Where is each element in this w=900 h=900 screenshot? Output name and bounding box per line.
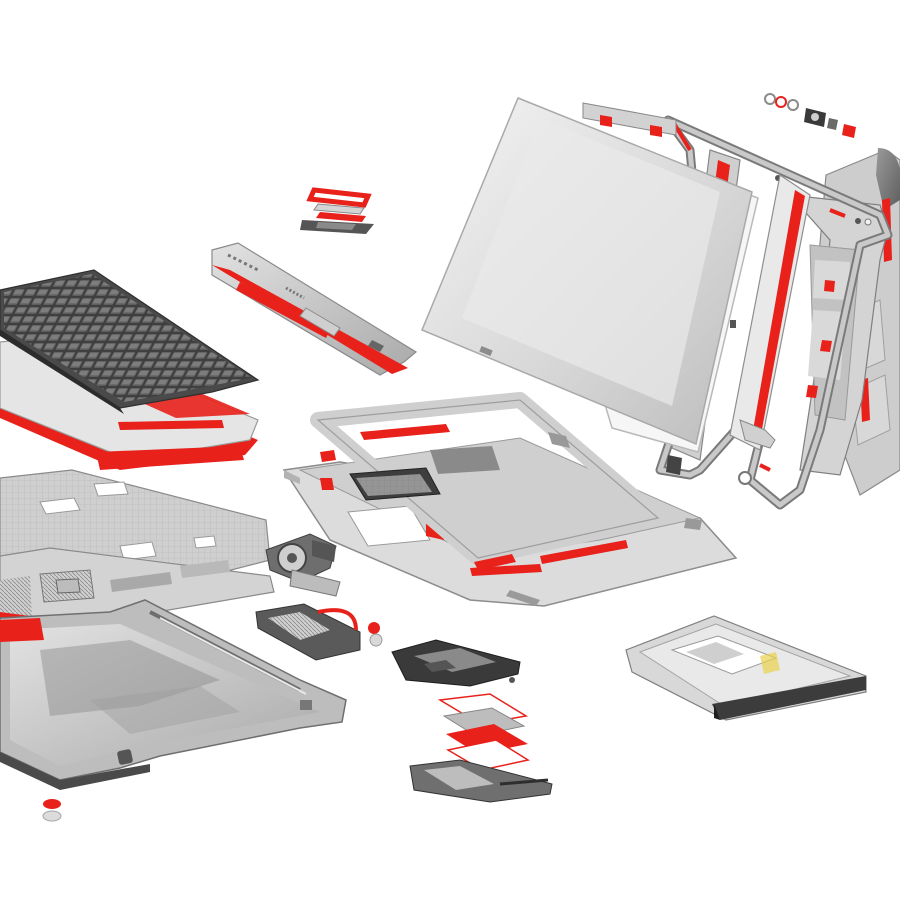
card-reader-stack: [409, 693, 553, 803]
touchpad-bracket: [391, 639, 521, 687]
heatsink: [255, 569, 383, 661]
bottom-chassis: [0, 599, 347, 790]
display-panel: [421, 97, 759, 453]
webcam-module: [764, 93, 856, 138]
small-board-stack: [300, 187, 374, 234]
keyboard: [0, 269, 260, 414]
top-cover-frame: [310, 392, 702, 570]
optical-drive: [625, 615, 867, 721]
cooling-fan: [265, 533, 337, 583]
rubber-feet: [42, 799, 62, 822]
speaker-strip: [211, 242, 418, 376]
